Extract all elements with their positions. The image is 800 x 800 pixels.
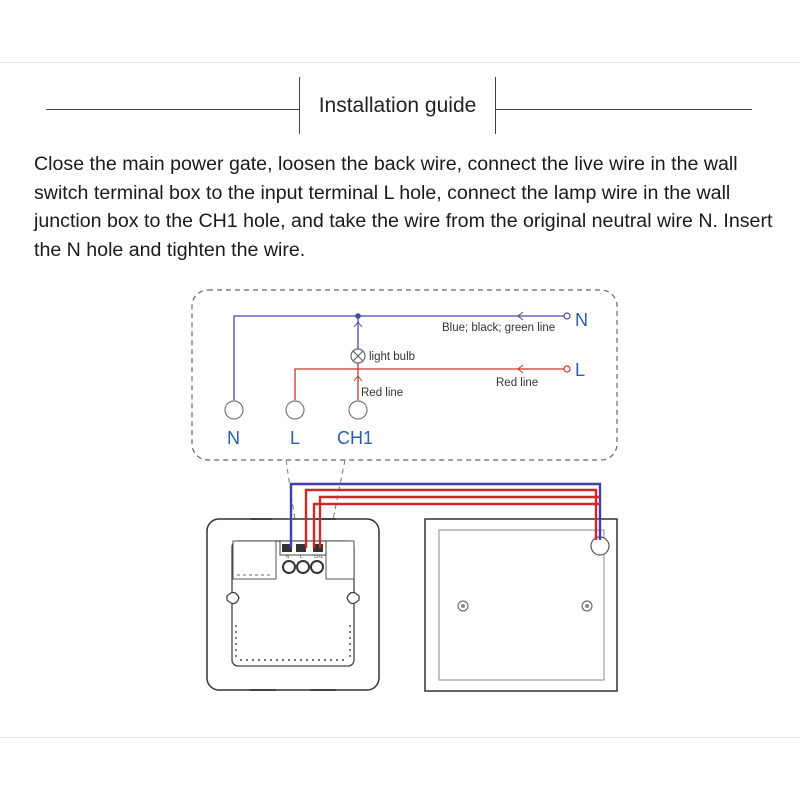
supply-l-label: L — [575, 360, 585, 380]
page-title: Installation guide — [299, 77, 496, 134]
header-rule-right — [496, 109, 752, 110]
physical-wires — [289, 482, 602, 548]
switch-back-panel: N L CH1 — [206, 518, 380, 691]
neutral-supply-terminal — [563, 312, 571, 320]
neutral-line-label: Blue; black; green line — [442, 322, 555, 334]
terminal-n-label: N — [227, 428, 240, 448]
terminal-n-circle — [224, 400, 244, 420]
supply-n-label: N — [575, 310, 588, 330]
terminal-mark-ch1: CH1 — [314, 554, 323, 559]
live-wiring — [294, 363, 571, 400]
bulb-icon — [350, 348, 366, 364]
bulb-label: light bulb — [369, 351, 415, 363]
bottom-divider — [0, 737, 800, 738]
wall-junction-box — [424, 518, 618, 692]
terminal-ch1-circle — [348, 400, 368, 420]
terminal-ch1-label: CH1 — [337, 428, 373, 448]
schematic-frame — [191, 289, 618, 461]
terminal-l-label: L — [290, 428, 300, 448]
instruction-text: Close the main power gate, loosen the ba… — [34, 153, 773, 261]
header-rule-left — [46, 109, 299, 110]
terminal-mark-n: N — [286, 554, 289, 559]
top-divider — [0, 62, 800, 63]
neutral-wiring — [233, 311, 571, 400]
terminal-l-circle — [285, 400, 305, 420]
lamp-line-label: Red line — [361, 387, 403, 399]
live-line-label: Red line — [496, 377, 538, 389]
live-supply-terminal — [563, 365, 571, 373]
terminal-mark-l: L — [300, 554, 303, 559]
